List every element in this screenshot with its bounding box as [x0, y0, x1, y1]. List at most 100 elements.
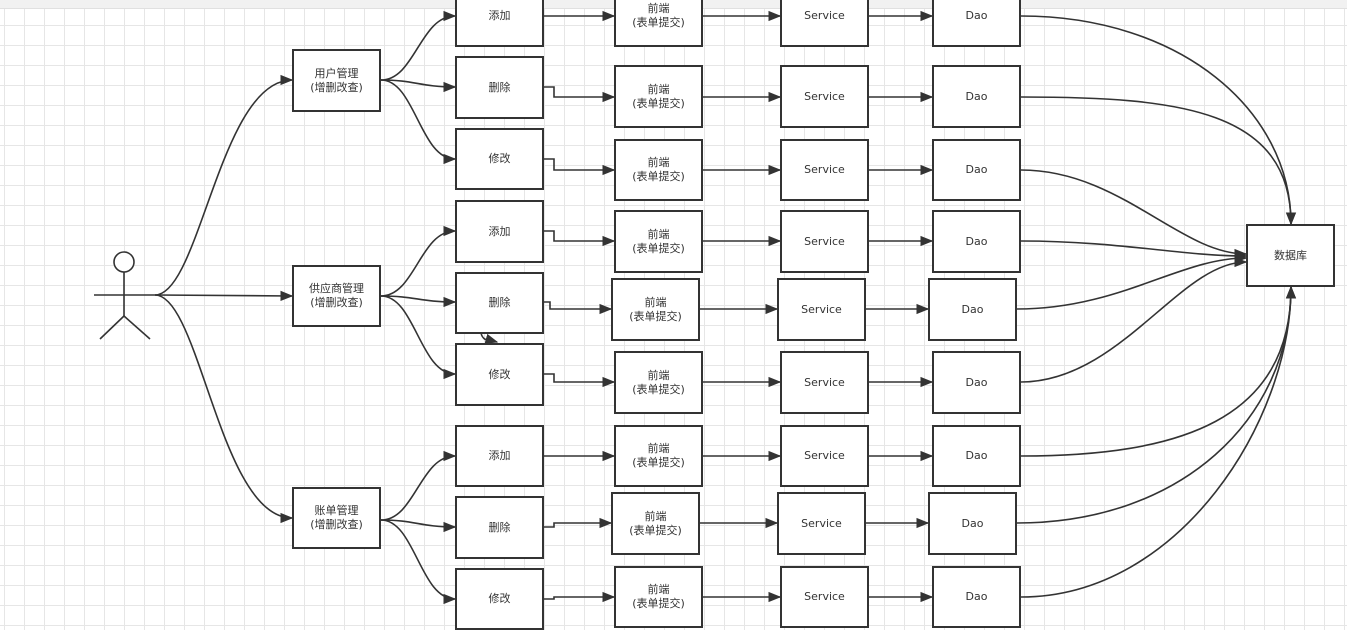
service-layer[interactable]: Service — [780, 210, 869, 273]
op-bill-modify[interactable]: 修改 — [455, 568, 544, 630]
dao-label: Dao — [965, 234, 988, 248]
service-label: Service — [804, 590, 845, 603]
dao-layer[interactable]: Dao — [932, 566, 1021, 628]
frontend-form-submit[interactable]: 前端 (表单提交) — [614, 139, 703, 201]
op-supplier-add[interactable]: 添加 — [455, 200, 544, 263]
connector-operation-to-frontend[interactable] — [540, 301, 613, 315]
op-supplier-delete[interactable]: 删除 — [455, 272, 544, 334]
op-label: 添加 — [488, 224, 511, 238]
op-supplier-modify[interactable]: 修改 — [455, 343, 544, 406]
dao-layer[interactable]: Dao — [928, 492, 1017, 555]
connector-dao-to-database[interactable] — [1020, 285, 1297, 457]
connector-dao-to-database[interactable] — [1020, 96, 1297, 226]
frontend-form-submit[interactable]: 前端 (表单提交) — [611, 278, 700, 341]
service-label: Service — [804, 234, 845, 248]
module-label: 用户管理 (增删改查) — [310, 66, 363, 94]
connector-dao-to-database[interactable] — [1020, 256, 1248, 383]
connector-module-to-operation[interactable] — [380, 295, 457, 308]
op-user-modify[interactable]: 修改 — [455, 128, 544, 190]
service-layer[interactable]: Service — [780, 351, 869, 414]
frontend-form-submit[interactable]: 前端 (表单提交) — [611, 492, 700, 555]
dao-layer[interactable]: Dao — [932, 210, 1021, 273]
op-bill-add[interactable]: 添加 — [455, 425, 544, 487]
frontend-label: 前端 (表单提交) — [632, 368, 685, 396]
service-layer[interactable]: Service — [780, 65, 869, 128]
connector-actor-to-module[interactable] — [154, 74, 294, 296]
frontend-label: 前端 (表单提交) — [632, 227, 685, 255]
module-label: 账单管理 (增删改查) — [310, 504, 363, 531]
frontend-label: 前端 (表单提交) — [629, 509, 682, 537]
dao-label: Dao — [965, 375, 988, 389]
dao-layer[interactable]: Dao — [932, 65, 1021, 128]
frontend-form-submit[interactable]: 前端 (表单提交) — [614, 65, 703, 128]
connector-dao-to-database[interactable] — [1020, 169, 1248, 260]
stray-connector-stub[interactable] — [480, 332, 499, 344]
service-layer[interactable]: Service — [777, 492, 866, 555]
service-layer[interactable]: Service — [777, 278, 866, 341]
dao-label: Dao — [965, 590, 988, 603]
dao-label: Dao — [965, 163, 988, 176]
connector-actor-to-module[interactable] — [154, 294, 294, 524]
op-user-delete[interactable]: 删除 — [455, 56, 544, 119]
module-bill-management[interactable]: 账单管理 (增删改查) — [292, 487, 381, 549]
connector-dao-to-database[interactable] — [1020, 285, 1297, 598]
connector-module-to-operation[interactable] — [380, 10, 457, 81]
connector-module-to-operation[interactable] — [380, 79, 457, 165]
connector-operation-to-frontend[interactable] — [544, 517, 613, 529]
actor-stick-figure[interactable] — [94, 251, 155, 340]
op-label: 添加 — [488, 449, 511, 462]
dao-layer[interactable]: Dao — [932, 425, 1021, 487]
service-label: Service — [804, 449, 845, 462]
database-node[interactable]: 数据库 — [1246, 224, 1335, 287]
connector-module-to-operation[interactable] — [380, 295, 457, 380]
connector-dao-to-database[interactable] — [1020, 15, 1297, 226]
connector-operation-to-frontend[interactable] — [544, 86, 616, 103]
connector-operation-to-frontend[interactable] — [544, 230, 616, 247]
frontend-form-submit[interactable]: 前端 (表单提交) — [614, 0, 703, 47]
module-supplier-management[interactable]: 供应商管理 (增删改查) — [292, 265, 381, 327]
connector-module-to-operation[interactable] — [380, 79, 457, 93]
dao-layer[interactable]: Dao — [932, 351, 1021, 414]
connector-actor-to-module[interactable] — [154, 290, 294, 302]
dao-layer[interactable]: Dao — [928, 278, 1017, 341]
connector-module-to-operation[interactable] — [380, 225, 457, 297]
connector-module-to-operation[interactable] — [380, 519, 457, 533]
frontend-form-submit[interactable]: 前端 (表单提交) — [614, 351, 703, 414]
connector-operation-to-frontend[interactable] — [544, 591, 616, 603]
service-label: Service — [804, 163, 845, 176]
connector-module-to-operation[interactable] — [380, 450, 457, 521]
connector-dao-to-database[interactable] — [1016, 285, 1297, 524]
service-label: Service — [801, 516, 842, 530]
service-label: Service — [804, 375, 845, 389]
op-user-add[interactable]: 添加 — [455, 0, 544, 47]
op-bill-delete[interactable]: 删除 — [455, 496, 544, 559]
dao-label: Dao — [961, 302, 984, 316]
frontend-label: 前端 (表单提交) — [632, 82, 685, 110]
service-layer[interactable]: Service — [780, 425, 869, 487]
service-label: Service — [801, 302, 842, 316]
service-layer[interactable]: Service — [780, 566, 869, 628]
frontend-form-submit[interactable]: 前端 (表单提交) — [614, 210, 703, 273]
op-label: 修改 — [488, 592, 511, 605]
connector-dao-to-database[interactable] — [1020, 240, 1248, 262]
module-user-management[interactable]: 用户管理 (增删改查) — [292, 49, 381, 112]
frontend-label: 前端 (表单提交) — [632, 2, 685, 29]
frontend-label: 前端 (表单提交) — [632, 583, 685, 610]
module-label: 供应商管理 (增删改查) — [309, 282, 364, 309]
frontend-form-submit[interactable]: 前端 (表单提交) — [614, 425, 703, 487]
op-label: 添加 — [488, 9, 511, 22]
service-layer[interactable]: Service — [780, 0, 869, 47]
connector-operation-to-frontend[interactable] — [544, 373, 616, 388]
dao-layer[interactable]: Dao — [932, 0, 1021, 47]
connector-operation-to-frontend[interactable] — [544, 158, 616, 176]
op-label: 删除 — [488, 296, 511, 309]
dao-layer[interactable]: Dao — [932, 139, 1021, 201]
frontend-label: 前端 (表单提交) — [632, 442, 685, 469]
dao-label: Dao — [961, 516, 984, 530]
service-layer[interactable]: Service — [780, 139, 869, 201]
connector-dao-to-database[interactable] — [1016, 252, 1248, 310]
frontend-form-submit[interactable]: 前端 (表单提交) — [614, 566, 703, 628]
dao-label: Dao — [965, 89, 988, 103]
connector-module-to-operation[interactable] — [380, 519, 457, 605]
